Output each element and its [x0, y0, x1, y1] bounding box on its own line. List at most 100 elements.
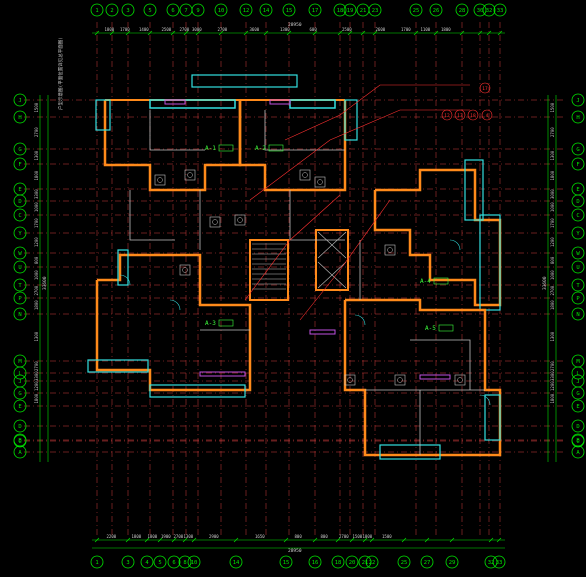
axis-bubble[interactable]: [445, 555, 459, 569]
axis-bubble[interactable]: [13, 93, 27, 107]
sanitary-fixture: [314, 176, 326, 188]
axis-bubble[interactable]: [333, 3, 347, 17]
axis-bubble[interactable]: [571, 291, 585, 305]
axis-bubble[interactable]: [153, 555, 167, 569]
axis-bubble[interactable]: [420, 555, 434, 569]
axis-bubble[interactable]: [397, 555, 411, 569]
balcony-accent: [419, 374, 451, 380]
axis-bubble[interactable]: [455, 3, 469, 17]
left-total-text: 33600: [42, 276, 48, 290]
bottom-dim-text: 800: [321, 534, 329, 539]
axis-bubble[interactable]: [571, 194, 585, 208]
axis-bubble[interactable]: [571, 278, 585, 292]
axis-bubble[interactable]: [571, 208, 585, 222]
axis-bubble[interactable]: [13, 194, 27, 208]
axis-bubble[interactable]: [239, 3, 253, 17]
axis-bubble[interactable]: [90, 555, 104, 569]
axis-bubble[interactable]: [282, 3, 296, 17]
axis-bubble[interactable]: [368, 3, 382, 17]
axis-bubble[interactable]: [331, 555, 345, 569]
axis-bubble[interactable]: [229, 555, 243, 569]
left-dim-text: 2700: [34, 361, 39, 371]
axis-bubble[interactable]: [571, 399, 585, 413]
axis-bubble-label: 15: [286, 8, 293, 14]
axis-bubble[interactable]: [178, 555, 192, 569]
axis-bubble[interactable]: [571, 226, 585, 240]
axis-bubble[interactable]: [13, 142, 27, 156]
axis-bubble[interactable]: [13, 445, 27, 459]
sanitary-fixture: [154, 174, 166, 186]
axis-bubble[interactable]: [279, 555, 293, 569]
axis-bubble[interactable]: [571, 246, 585, 260]
axis-bubble[interactable]: [571, 445, 585, 459]
axis-bubble[interactable]: [493, 3, 507, 17]
axis-bubble[interactable]: [473, 3, 487, 17]
axis-bubble[interactable]: [121, 3, 135, 17]
axis-bubble[interactable]: [571, 386, 585, 400]
axis-bubble[interactable]: [140, 555, 154, 569]
axis-bubble[interactable]: [482, 3, 496, 17]
axis-bubble[interactable]: [13, 399, 27, 413]
dim-tick: [125, 30, 131, 36]
axis-bubble[interactable]: [13, 307, 27, 321]
sanitary-fixture: [184, 169, 196, 181]
axis-bubble[interactable]: [429, 3, 443, 17]
axis-bubble[interactable]: [166, 3, 180, 17]
toilet-bowl: [157, 177, 163, 183]
sanitary-fixture: [344, 374, 356, 386]
axis-bubble-label: G: [576, 147, 579, 153]
axis-bubble[interactable]: [13, 278, 27, 292]
axis-bubble[interactable]: [571, 366, 585, 380]
axis-bubble[interactable]: [358, 555, 372, 569]
axis-bubble[interactable]: [365, 555, 379, 569]
axis-bubble[interactable]: [571, 419, 585, 433]
axis-bubble[interactable]: [13, 208, 27, 222]
axis-bubble[interactable]: [13, 110, 27, 124]
axis-bubble-label: Y: [576, 231, 580, 237]
axis-bubble[interactable]: [13, 386, 27, 400]
axis-bubble[interactable]: [191, 3, 205, 17]
axis-bubble[interactable]: [571, 260, 585, 274]
balcony-accent: [269, 99, 291, 105]
axis-bubble-label: 9: [196, 8, 199, 14]
axis-bubble[interactable]: [343, 3, 357, 17]
axis-bubble[interactable]: [13, 419, 27, 433]
axis-bubble[interactable]: [571, 142, 585, 156]
axis-bubble[interactable]: [345, 555, 359, 569]
axis-bubble[interactable]: [143, 3, 157, 17]
axis-bubble[interactable]: [105, 3, 119, 17]
sanitary-fixture: [454, 374, 466, 386]
axis-bubble[interactable]: [13, 157, 27, 171]
axis-bubble[interactable]: [13, 246, 27, 260]
axis-bubble[interactable]: [121, 555, 135, 569]
axis-bubble[interactable]: [13, 226, 27, 240]
axis-bubble[interactable]: [214, 3, 228, 17]
axis-bubble-label: J: [576, 98, 579, 104]
sanitary-fixture: [384, 244, 396, 256]
axis-bubble[interactable]: [167, 555, 181, 569]
axis-bubble[interactable]: [492, 555, 506, 569]
axis-bubble[interactable]: [571, 93, 585, 107]
axis-bubble[interactable]: [13, 366, 27, 380]
room-area-box: [218, 144, 234, 152]
axis-bubble[interactable]: [409, 3, 423, 17]
axis-bubble[interactable]: [259, 3, 273, 17]
axis-bubble[interactable]: [90, 3, 104, 17]
axis-bubble[interactable]: [308, 3, 322, 17]
axis-bubble[interactable]: [571, 307, 585, 321]
axis-bubble-label: C: [18, 439, 21, 445]
axis-bubble[interactable]: [13, 260, 27, 274]
axis-bubble[interactable]: [187, 555, 201, 569]
dim-tick: [349, 537, 355, 543]
right-dim-text: 2700: [550, 285, 555, 295]
axis-bubble[interactable]: [13, 291, 27, 305]
axis-bubble[interactable]: [571, 110, 585, 124]
axis-bubble[interactable]: [484, 555, 498, 569]
axis-bubble-label: 33: [496, 560, 503, 566]
axis-bubble[interactable]: [308, 555, 322, 569]
axis-bubble-label: 1: [95, 8, 98, 14]
top-dim-text: 1400: [139, 27, 149, 32]
axis-bubble[interactable]: [571, 157, 585, 171]
